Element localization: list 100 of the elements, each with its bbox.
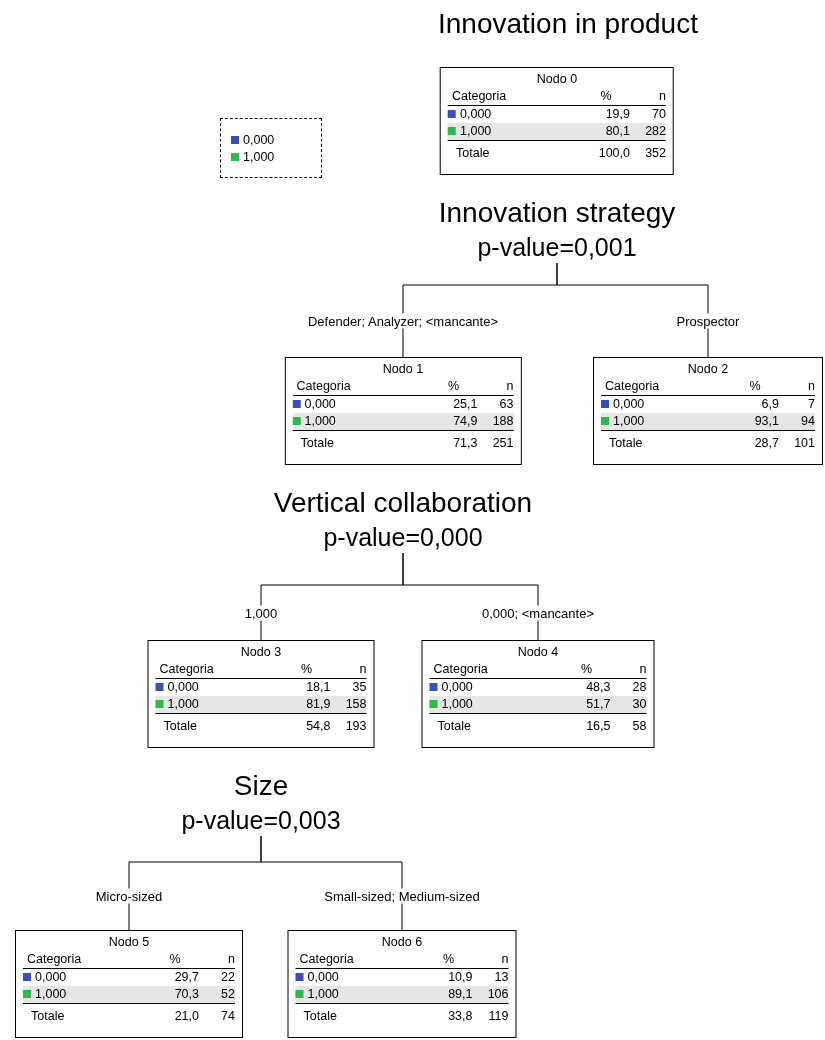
total-percent: 28,7 bbox=[753, 435, 779, 452]
total-label: Totale bbox=[299, 435, 335, 452]
split-variable-label: Innovation strategy bbox=[438, 196, 676, 230]
count-value: 70 bbox=[651, 106, 666, 123]
legend-text: 0,000 bbox=[243, 132, 275, 147]
column-header: % bbox=[599, 88, 613, 105]
node-heading: Nodo 2 bbox=[686, 361, 730, 378]
percent-value: 51,7 bbox=[585, 696, 611, 713]
category-label: 0,000 bbox=[460, 106, 492, 123]
connector-line bbox=[556, 262, 709, 358]
column-header: Categoria bbox=[295, 378, 352, 395]
total-count: 119 bbox=[487, 1008, 509, 1025]
category-label: 0,000 bbox=[441, 679, 473, 696]
count-value: 28 bbox=[631, 679, 647, 696]
edge-label: 0,000; <mancante> bbox=[480, 605, 596, 620]
count-value: 63 bbox=[498, 396, 514, 413]
total-percent: 33,8 bbox=[447, 1008, 473, 1025]
column-header: n bbox=[807, 378, 815, 395]
count-value: 106 bbox=[486, 986, 509, 1003]
column-header: n bbox=[358, 661, 367, 678]
p-value-label: p-value=0,001 bbox=[477, 232, 637, 263]
column-header: % bbox=[168, 951, 182, 968]
diagram-title: Innovation in product bbox=[438, 8, 698, 40]
total-count: 58 bbox=[631, 718, 647, 735]
split-variable-label: Size bbox=[233, 769, 289, 803]
total-count: 352 bbox=[644, 145, 666, 162]
percent-value: 93,1 bbox=[753, 413, 779, 430]
percent-value: 10,9 bbox=[447, 969, 473, 986]
percent-value: 70,3 bbox=[173, 986, 199, 1003]
percent-value: 48,3 bbox=[585, 679, 611, 696]
category-label: 0,000 bbox=[307, 969, 339, 986]
node-heading: Nodo 4 bbox=[516, 644, 560, 661]
edge-label: Small-sized; Medium-sized bbox=[322, 888, 482, 904]
category-label: 1,000 bbox=[441, 696, 473, 713]
total-percent: 54,8 bbox=[305, 718, 331, 735]
column-header: Categoria bbox=[451, 88, 508, 105]
column-header: Categoria bbox=[604, 378, 661, 395]
total-percent: 16,5 bbox=[585, 718, 611, 735]
split-variable-label: Vertical collaboration bbox=[273, 486, 533, 520]
total-label: Totale bbox=[436, 718, 472, 735]
count-value: 158 bbox=[344, 696, 367, 713]
total-percent: 71,3 bbox=[452, 435, 478, 452]
category-label: 0,000 bbox=[304, 396, 336, 413]
total-label: Totale bbox=[302, 1008, 338, 1025]
category-label: 1,000 bbox=[167, 696, 199, 713]
column-header: % bbox=[748, 378, 762, 395]
percent-value: 74,9 bbox=[452, 413, 478, 430]
count-value: 7 bbox=[807, 396, 815, 413]
total-count: 251 bbox=[491, 435, 514, 452]
node-heading: Nodo 1 bbox=[381, 361, 425, 378]
count-value: 35 bbox=[351, 679, 367, 696]
category-label: 0,000 bbox=[35, 969, 67, 986]
category-label: 0,000 bbox=[613, 396, 645, 413]
count-value: 188 bbox=[491, 413, 514, 430]
column-header: % bbox=[299, 661, 314, 678]
total-label: Totale bbox=[162, 718, 198, 735]
node-heading: Nodo 3 bbox=[239, 644, 283, 661]
total-label: Totale bbox=[30, 1008, 66, 1025]
count-value: 94 bbox=[800, 413, 815, 430]
column-header: % bbox=[441, 951, 456, 968]
category-label: 0,000 bbox=[167, 679, 199, 696]
column-header: n bbox=[638, 661, 647, 678]
edge-label: Prospector bbox=[674, 313, 742, 329]
category-label: 1,000 bbox=[35, 986, 67, 1003]
total-count: 193 bbox=[344, 718, 367, 735]
percent-value: 18,1 bbox=[305, 679, 331, 696]
total-label: Totale bbox=[608, 435, 644, 452]
legend-text: 1,000 bbox=[243, 149, 275, 164]
column-header: Categoria bbox=[26, 951, 83, 968]
node-heading: Nodo 6 bbox=[380, 934, 424, 951]
column-header: % bbox=[446, 378, 461, 395]
connector-line bbox=[260, 835, 403, 931]
percent-value: 89,1 bbox=[447, 986, 473, 1003]
total-percent: 21,0 bbox=[173, 1008, 199, 1025]
count-value: 13 bbox=[493, 969, 509, 986]
percent-value: 19,9 bbox=[604, 106, 630, 123]
connector-line bbox=[402, 552, 539, 641]
edge-label: 1,000 bbox=[242, 605, 280, 620]
column-header: n bbox=[658, 88, 666, 105]
column-header: Categoria bbox=[432, 661, 489, 678]
column-header: Categoria bbox=[298, 951, 355, 968]
edge-label: Micro-sized bbox=[93, 888, 165, 904]
column-header: n bbox=[505, 378, 514, 395]
total-label: Totale bbox=[455, 145, 491, 162]
count-value: 30 bbox=[631, 696, 647, 713]
count-value: 22 bbox=[220, 969, 235, 986]
p-value-label: p-value=0,000 bbox=[323, 522, 483, 553]
category-label: 1,000 bbox=[460, 123, 492, 140]
total-count: 74 bbox=[220, 1008, 235, 1025]
column-header: n bbox=[227, 951, 235, 968]
category-label: 1,000 bbox=[613, 413, 645, 430]
percent-value: 80,1 bbox=[604, 123, 630, 140]
node-heading: Nodo 0 bbox=[535, 71, 579, 88]
column-header: Categoria bbox=[158, 661, 215, 678]
percent-value: 6,9 bbox=[760, 396, 779, 413]
percent-value: 25,1 bbox=[452, 396, 478, 413]
count-value: 52 bbox=[220, 986, 235, 1003]
node-heading: Nodo 5 bbox=[107, 934, 151, 951]
total-count: 101 bbox=[793, 435, 815, 452]
column-header: % bbox=[579, 661, 594, 678]
